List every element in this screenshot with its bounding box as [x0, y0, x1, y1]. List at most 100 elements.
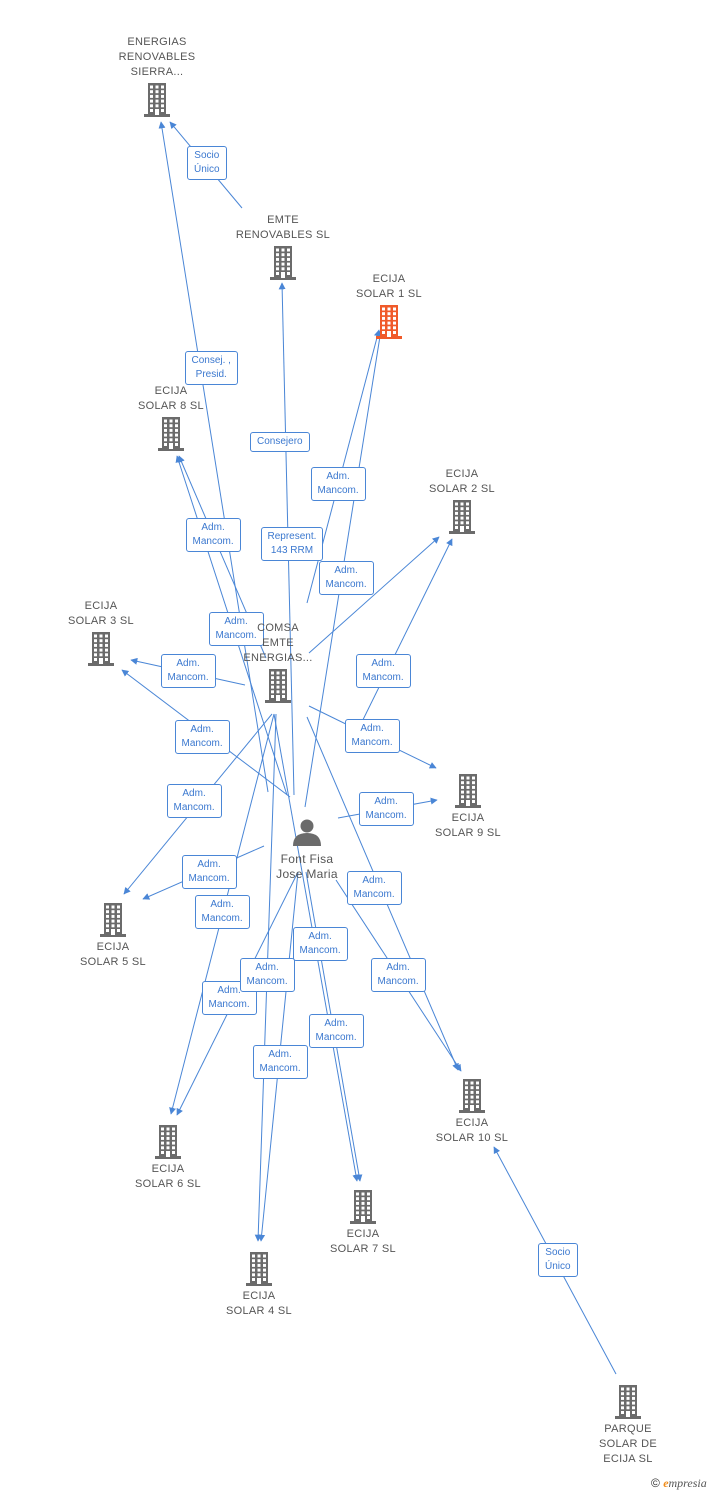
building-icon[interactable]: [459, 1079, 485, 1113]
building-icon[interactable]: [246, 1252, 272, 1286]
node-label-line: Font Fisa: [280, 852, 334, 866]
edge-label-line: Adm.: [210, 899, 234, 910]
edge-label[interactable]: Adm. Mancom.: [239, 958, 295, 992]
node-label-line: COMSA: [257, 622, 299, 634]
edge-label-line: Adm.: [374, 796, 398, 807]
node-label-line: SOLAR 6 SL: [135, 1178, 201, 1190]
building-icon[interactable]: [455, 774, 481, 808]
building-icon[interactable]: [88, 632, 114, 666]
edge-label[interactable]: Adm.Mancom.: [355, 654, 411, 688]
edge-label-line: Adm.: [308, 931, 332, 942]
edge-label-line: Adm.: [386, 962, 410, 973]
edge-label-line: Socio: [194, 150, 220, 161]
node-label-line: SOLAR 10 SL: [435, 1132, 509, 1144]
edge-label-line: Adm.: [334, 565, 358, 576]
edge-label-line: Adm.: [190, 724, 214, 735]
edge-label-line: Único: [545, 1261, 571, 1272]
edge-label-line: Mancom.: [246, 976, 288, 987]
edge-label[interactable]: Adm. Mancom.: [310, 467, 366, 501]
edge-label-line: Mancom.: [353, 889, 395, 900]
edge-label[interactable]: Consej. ,Presid.: [184, 351, 238, 385]
node-label-line: Jose Maria: [276, 867, 338, 881]
node-label-line: SOLAR 9 SL: [435, 827, 501, 839]
edge-label[interactable]: Adm.Mancom.: [252, 1045, 308, 1079]
edge-label-line: Mancom.: [299, 945, 341, 956]
building-icon[interactable]: [376, 305, 402, 339]
edge-label-line: Mancom.: [362, 672, 404, 683]
node-label-line: SOLAR 3 SL: [68, 615, 134, 627]
node-label-line: ECIJA: [154, 385, 188, 397]
empresia-logo[interactable]: empresia: [663, 1476, 707, 1490]
footer: © empresia: [651, 1476, 707, 1491]
edge-label-line: Mancom.: [181, 738, 223, 749]
building-icon[interactable]: [265, 669, 291, 703]
building-icon[interactable]: [350, 1190, 376, 1224]
edge-label[interactable]: Consejero: [250, 432, 310, 452]
edge-label[interactable]: Adm.Mancom.: [318, 561, 374, 595]
building-icon[interactable]: [615, 1385, 641, 1419]
building-icon[interactable]: [144, 83, 170, 117]
building-icon[interactable]: [449, 500, 475, 534]
edge-label-line: Mancom.: [317, 485, 359, 496]
node-label-line: SIERRA...: [130, 66, 184, 78]
edge-label[interactable]: Adm.Mancom.: [166, 784, 222, 818]
person-icon[interactable]: [293, 819, 321, 847]
edge-label-line: Mancom.: [377, 976, 419, 987]
edge-label[interactable]: Adm.Mancom.: [208, 612, 264, 646]
edge-label[interactable]: Adm. Mancom.: [174, 720, 230, 754]
node-label-line: ECIJA: [372, 273, 406, 285]
edge-label[interactable]: Adm. Mancom.: [292, 927, 348, 961]
edge-label[interactable]: Represent. 143 RRM: [260, 527, 324, 561]
edge-label[interactable]: Adm. Mancom.: [370, 958, 426, 992]
node-label-line: ECIJA SL: [603, 1453, 653, 1465]
building-icon[interactable]: [155, 1125, 181, 1159]
edge-label-line: 143 RRM: [270, 545, 314, 556]
edge-label-line: Adm.: [360, 723, 384, 734]
edge-label-line: Represent.: [267, 531, 317, 542]
building-icon[interactable]: [100, 903, 126, 937]
company-name[interactable]: ECIJA SOLAR 9 SL: [403, 811, 533, 841]
edge-label[interactable]: Adm.Mancom.: [358, 792, 414, 826]
edge-label[interactable]: Adm.Mancom.: [194, 895, 250, 929]
edge-label[interactable]: Adm.Mancom.: [201, 981, 257, 1015]
node-label-line: ECIJA: [451, 812, 485, 824]
node-label-line: ECIJA: [96, 941, 130, 953]
node-label-line: SOLAR DE: [598, 1438, 658, 1450]
edge-label-line: Adm.: [217, 985, 241, 996]
edge-label-line: Adm.: [197, 859, 221, 870]
building-icon[interactable]: [158, 417, 184, 451]
edge-label[interactable]: Adm.Mancom.: [344, 719, 400, 753]
edge-label[interactable]: Adm.Mancom.: [346, 871, 402, 905]
edge-label-line: Mancom.: [167, 672, 209, 683]
edge-label[interactable]: Adm. Mancom.: [181, 855, 237, 889]
node-label-line: ECIJA: [242, 1290, 276, 1302]
node-label-line: EMTE: [262, 637, 294, 649]
edge-label[interactable]: Adm.Mancom.: [185, 518, 241, 552]
node-label-line: ECIJA: [346, 1228, 380, 1240]
edge-label-line: Adm.: [326, 471, 350, 482]
edge-label-line: Mancom.: [188, 873, 230, 884]
building-icon[interactable]: [270, 246, 296, 280]
edge-label-line: Consejero: [257, 436, 303, 447]
edge-label-line: Mancom.: [192, 536, 234, 547]
edge-label[interactable]: Adm.Mancom.: [308, 1014, 364, 1048]
edge-label-line: Adm.: [255, 962, 279, 973]
edge-label[interactable]: Adm.Mancom.: [160, 654, 216, 688]
node-label-line: EMTE: [267, 214, 299, 226]
